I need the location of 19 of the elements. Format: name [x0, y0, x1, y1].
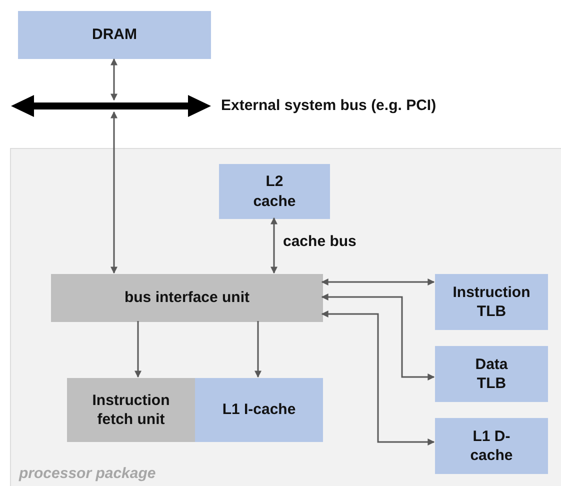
- cache-box: L1 I-cache: [195, 378, 323, 442]
- unit-box: bus interface unit: [51, 274, 323, 322]
- memory-box: DRAM: [18, 11, 211, 59]
- connector-arrow: [321, 310, 435, 446]
- connector-arrow: [321, 278, 435, 286]
- unit-box: Instruction fetch unit: [67, 378, 195, 442]
- connector-arrow: [110, 58, 118, 101]
- cache-box: L2 cache: [219, 164, 330, 219]
- connector-arrow: [110, 111, 118, 274]
- package-region: [10, 148, 561, 486]
- cache-box: L1 D-cache: [435, 418, 548, 474]
- region-label: processor package: [18, 464, 156, 484]
- bus-label: External system bus (e.g. PCI): [221, 96, 436, 116]
- tlb-box: Instruction TLB: [435, 274, 548, 330]
- connector-arrow: [270, 217, 278, 274]
- connector-arrow: [134, 321, 142, 378]
- tlb-box: Data TLB: [435, 346, 548, 402]
- connector-arrow: [254, 321, 262, 378]
- connector-arrow: [321, 294, 435, 380]
